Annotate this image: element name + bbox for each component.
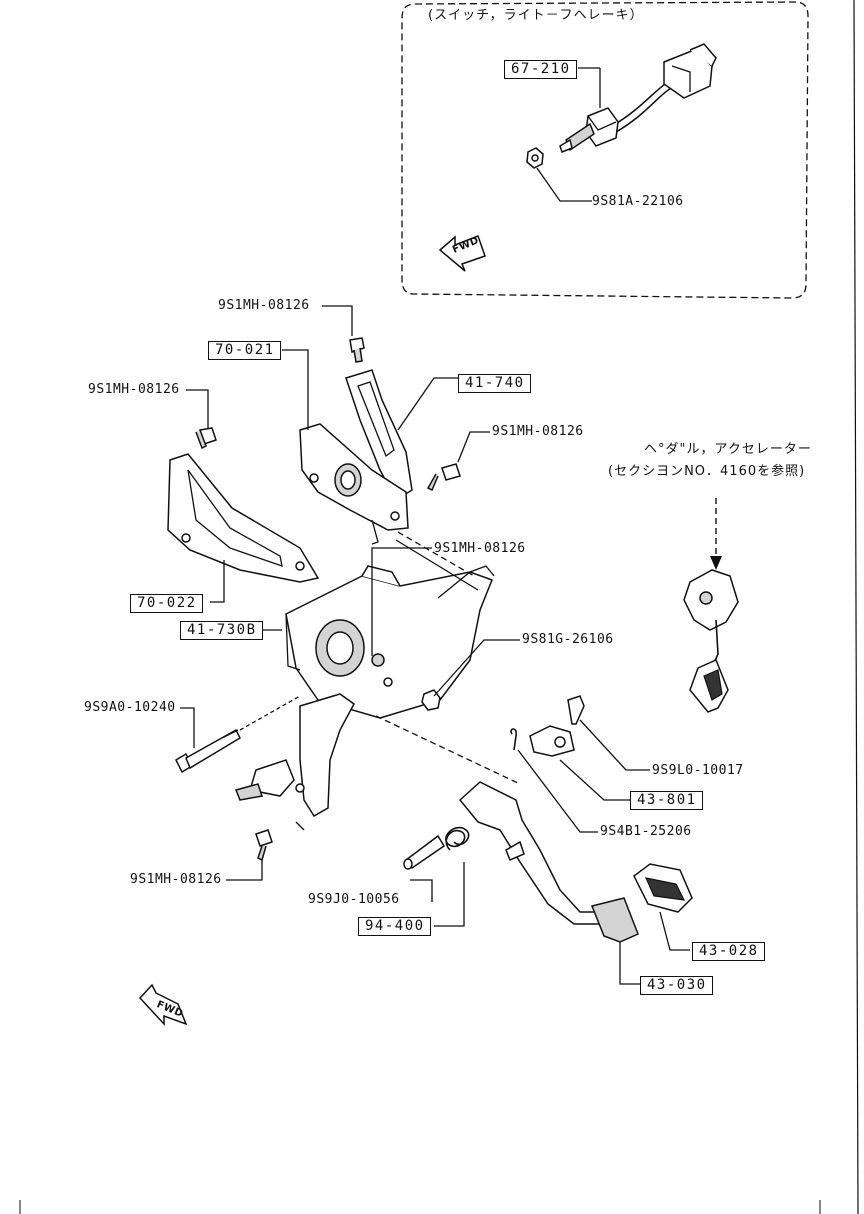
part-label-9S4B1-25206[interactable]: 9S4B1-25206 [600,824,692,839]
part-label-43-030[interactable]: 43-030 [640,976,716,998]
left-bolt [195,427,217,450]
fwd-arrow-icon-bottom [138,983,188,1026]
pedal-bracket-41-730B [285,565,495,719]
part-label-9S9J0-10056[interactable]: 9S9J0-10056 [308,892,400,907]
leader-43-030 [619,942,640,985]
accelerator-ref-line2: (セクシヨンNO．4160を参照) [608,464,806,479]
bottom-bolt [255,829,273,862]
bracket-70-022 [167,453,320,583]
accelerator-ref-line1: ヘ°ダ"ル，アクセレーター [644,442,812,457]
part-label-9S1MH-08126-bottom[interactable]: 9S1MH-08126 [130,872,222,887]
part-label-9S1MH-08126-left[interactable]: 9S1MH-08126 [88,382,180,397]
screw-9S9L0 [567,695,585,725]
phantom-line-2 [239,695,301,731]
leader-9S9L0 [579,719,650,771]
part-label-43-028[interactable]: 43-028 [692,942,768,964]
pivot-pin [403,834,446,870]
phantom-line-3 [375,715,521,785]
part-label-94-400[interactable]: 94-400 [358,917,434,939]
part-label-70-022[interactable]: 70-022 [130,594,206,616]
part-label-41-740[interactable]: 41-740 [458,374,534,396]
leader-43-801 [559,759,630,801]
inset-title: (スイッチ，ライト－フヘレーキ） [428,8,644,23]
leader-9S9J0 [410,879,433,902]
leader-9S1MH-right [457,431,490,463]
part-label-41-730B[interactable]: 41-730B [180,621,266,643]
part-label-9S81G-26106[interactable]: 9S81G-26106 [522,632,614,647]
fwd-arrow-icon-top [438,235,486,272]
brake-pedal-arm [458,781,639,943]
accelerator-reference-arrow-icon [710,556,722,570]
part-label-70-021[interactable]: 70-021 [208,341,284,363]
switch-nut [526,147,544,169]
leader-9S9A0 [180,707,195,748]
leader-9S81G [433,639,520,697]
leader-9S1MH-center [371,547,432,656]
right-page-edge [853,0,859,1214]
leader-41-740 [397,377,458,431]
part-label-43-801[interactable]: 43-801 [630,791,706,813]
return-spring [445,826,470,851]
accelerator-pedal [683,569,739,713]
bracket-41-740 [345,369,413,502]
part-label-67-210[interactable]: 67-210 [504,60,580,82]
phantom-line-4 [397,531,475,577]
phantom-line-1 [395,539,479,591]
part-label-9S1MH-08126-center[interactable]: 9S1MH-08126 [434,541,526,556]
brake-light-switch [559,43,717,153]
part-label-9S9L0-10017[interactable]: 9S9L0-10017 [652,763,744,778]
top-bolt [349,337,365,363]
long-bolt-9S9A0 [175,728,241,774]
pedal-stop-43-801 [529,725,575,757]
part-label-9S81A-22106[interactable]: 9S81A-22106 [592,194,684,209]
leader-43-028 [659,911,690,951]
part-label-9S1MH-08126-top[interactable]: 9S1MH-08126 [218,298,310,313]
leader-9S1MH-top [322,305,353,336]
leader-9S1MH-bottom [226,860,263,881]
pedal-hanger-assembly [234,693,355,831]
leader-9S1MH-left [186,389,209,428]
part-label-9S9A0-10240[interactable]: 9S9A0-10240 [84,700,176,715]
leader-70-022 [210,560,225,603]
leader-9S81A [536,167,592,202]
bracket-70-021 [299,423,409,545]
leader-9S4B1 [517,749,598,833]
pedal-pad-43-028 [633,863,693,913]
leader-94-400 [434,862,465,927]
brake-switch-inset-box [401,1,809,299]
leader-70-021 [282,349,309,430]
right-bolt [426,463,461,492]
part-label-9S1MH-08126-right[interactable]: 9S1MH-08126 [492,424,584,439]
clip-9S4B1 [510,728,518,751]
